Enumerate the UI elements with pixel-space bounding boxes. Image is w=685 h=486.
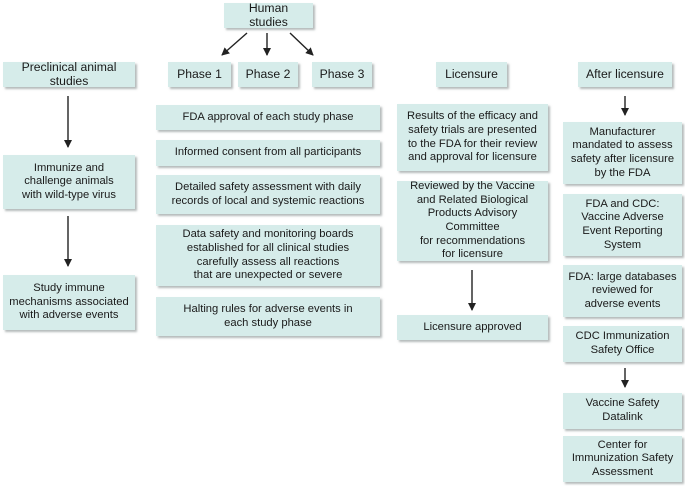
after-box-3: FDA: large databases reviewed for advers… — [563, 265, 682, 317]
phase-box-1: FDA approval of each study phase — [156, 105, 380, 130]
phase2-title: Phase 2 — [238, 62, 298, 87]
phase-box-5: Halting rules for adverse events in each… — [156, 297, 380, 336]
after-licensure-title: After licensure — [578, 62, 672, 87]
after-box-6: Center for Immunization Safety Assessmen… — [563, 436, 682, 482]
phase3-title: Phase 3 — [312, 62, 372, 87]
human-studies-header: Human studies — [224, 1, 313, 28]
licensure-box-3: Licensure approved — [397, 315, 548, 340]
phase1-title: Phase 1 — [168, 62, 231, 87]
phase-box-4: Data safety and monitoring boards establ… — [156, 225, 380, 286]
licensure-title: Licensure — [436, 62, 507, 87]
preclinical-box-2: Study immune mechanisms associated with … — [3, 275, 135, 330]
licensure-box-2: Reviewed by the Vaccine and Related Biol… — [397, 180, 548, 261]
after-box-2: FDA and CDC: Vaccine Adverse Event Repor… — [563, 194, 682, 256]
phase-box-2: Informed consent from all participants — [156, 140, 380, 166]
arrow-human-to-phase1 — [221, 32, 248, 56]
preclinical-box-1: Immunize and challenge animals with wild… — [3, 155, 135, 209]
after-box-5: Vaccine Safety Datalink — [563, 393, 682, 429]
phase-box-3: Detailed safety assessment with daily re… — [156, 175, 380, 214]
arrow-human-to-phase3 — [289, 32, 314, 56]
after-box-4: CDC Immunization Safety Office — [563, 326, 682, 362]
licensure-box-1: Results of the efficacy and safety trial… — [397, 104, 548, 171]
preclinical-title: Preclinical animal studies — [3, 60, 135, 87]
after-box-1: Manufacturer mandated to assess safety a… — [563, 122, 682, 184]
